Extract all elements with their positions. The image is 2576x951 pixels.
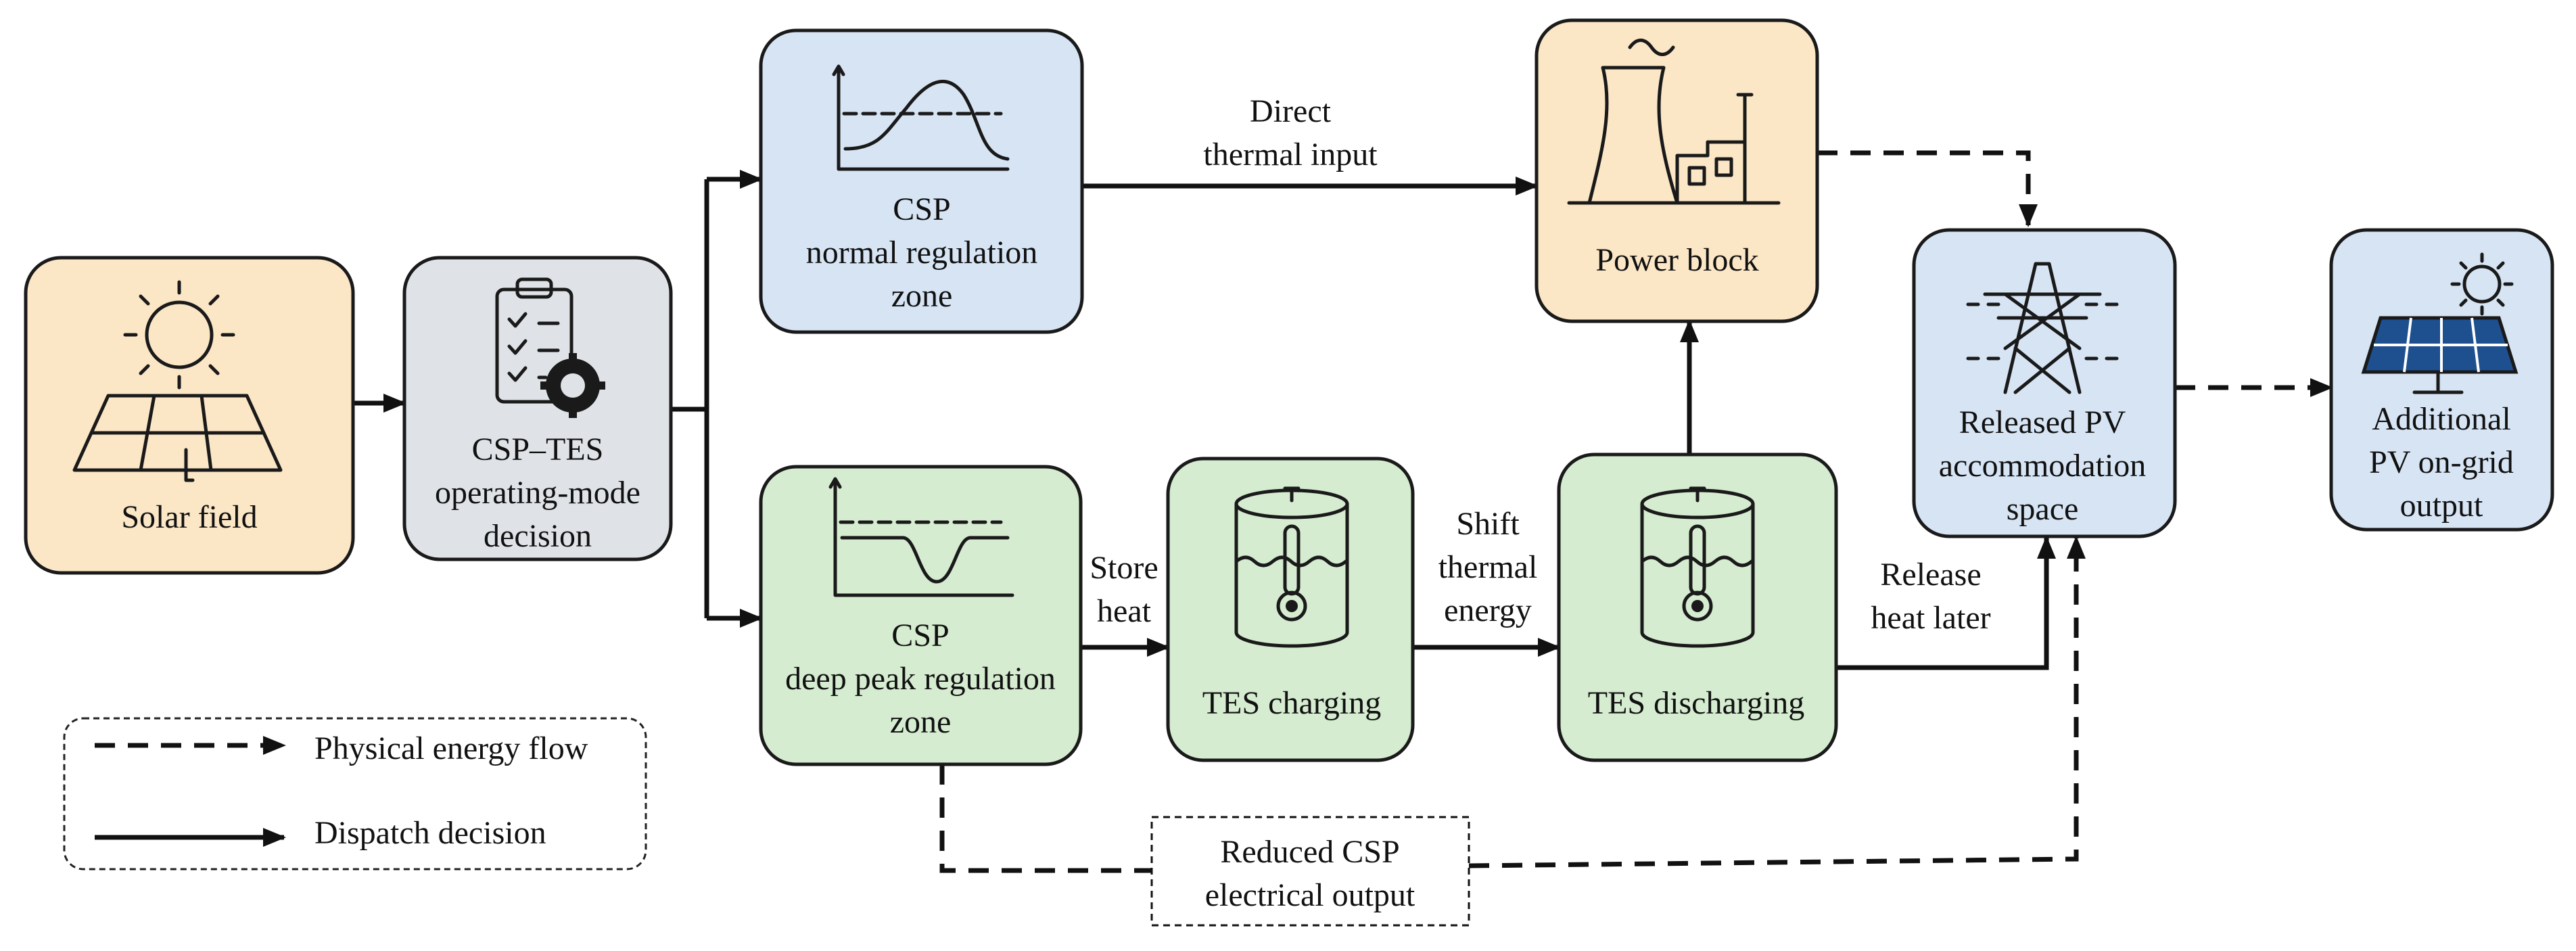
edge-label-shift-thermal-energy: Shift thermal energy xyxy=(1438,506,1538,628)
connectors xyxy=(353,150,2333,873)
label-line: thermal input xyxy=(1203,137,1378,172)
label-line: accommodation xyxy=(1939,448,2147,484)
dip-below-threshold-chart-icon xyxy=(828,477,1014,597)
node-additional-pv: Additional PV on-grid output xyxy=(2329,228,2554,532)
label-line: CSP xyxy=(893,191,950,227)
edge-label-direct-thermal-input: Direct thermal input xyxy=(1203,93,1378,172)
label-line: PV on-grid xyxy=(2369,444,2514,480)
node-power-block-label: Power block xyxy=(1595,242,1758,278)
node-additional-pv-box xyxy=(2329,228,2554,532)
node-additional-pv-label: Additional PV on-grid output xyxy=(2369,401,2514,524)
power-plant-cooling-tower-icon xyxy=(1567,39,1781,205)
edge-label-store-heat: Store heat xyxy=(1090,550,1158,629)
node-mode-decision-label: CSP–TES operating-mode decision xyxy=(435,432,640,554)
node-normal-zone-label: CSP normal regulation zone xyxy=(806,191,1038,314)
label-line: Released PV xyxy=(1959,404,2126,440)
label-line: operating-mode xyxy=(435,475,640,511)
node-released-pv-box xyxy=(1912,228,2177,538)
label-line: zone xyxy=(890,704,952,740)
node-mode-decision-box xyxy=(402,256,673,561)
label-line: Solar field xyxy=(121,499,257,535)
label-line: space xyxy=(2007,491,2079,527)
transmission-tower-icon xyxy=(1966,262,2119,394)
label-line: TES discharging xyxy=(1588,685,1804,721)
legend: Physical energy flow Dispatch decision xyxy=(63,717,647,871)
node-solar-field-box xyxy=(24,256,355,575)
label-line: thermal xyxy=(1438,549,1538,585)
dashed-arrow-reduced-csp-to-released-pv xyxy=(1468,536,2086,868)
node-tes-charging-label: TES charging xyxy=(1202,685,1381,721)
node-solar-field: Solar field xyxy=(24,256,355,575)
node-tes-discharging-label: TES discharging xyxy=(1588,685,1804,721)
node-deep-peak-zone: CSP deep peak regulation zone xyxy=(759,465,1083,766)
legend-frame xyxy=(63,717,647,871)
reduced-csp-output-label: Reduced CSP electrical output xyxy=(1205,834,1415,913)
reduced-csp-output-box: Reduced CSP electrical output xyxy=(1150,816,1470,927)
node-deep-peak-zone-label: CSP deep peak regulation zone xyxy=(785,618,1056,740)
label-line: heat xyxy=(1097,593,1152,629)
label-line: decision xyxy=(484,518,592,554)
label-line: CSP xyxy=(891,618,949,653)
node-released-pv: Released PV accommodation space xyxy=(1912,228,2177,538)
storage-tank-thermometer-icon xyxy=(1234,486,1349,648)
label-line: Store xyxy=(1090,550,1158,586)
sun-over-solar-panel-icon xyxy=(72,280,283,482)
label-line: zone xyxy=(891,278,953,314)
legend-physical-flow-label: Physical energy flow xyxy=(314,730,588,766)
label-line: electrical output xyxy=(1205,877,1415,913)
node-power-block: Power block xyxy=(1535,18,1819,323)
node-deep-peak-zone-box xyxy=(759,465,1083,766)
node-normal-zone-box xyxy=(759,28,1084,334)
label-line: energy xyxy=(1444,593,1532,628)
node-solar-field-label: Solar field xyxy=(121,499,257,535)
clipboard-checklist-gear-icon xyxy=(495,277,605,418)
node-released-pv-label: Released PV accommodation space xyxy=(1939,404,2147,527)
node-normal-zone: CSP normal regulation zone xyxy=(759,28,1084,334)
label-line: deep peak regulation xyxy=(785,661,1056,697)
node-mode-decision: CSP–TES operating-mode decision xyxy=(402,256,673,561)
label-line: Shift xyxy=(1456,506,1520,542)
node-tes-charging: TES charging xyxy=(1166,457,1415,762)
wave-above-threshold-chart-icon xyxy=(832,64,1010,171)
dashed-arrow-power-block-to-released-pv xyxy=(1817,150,2038,227)
label-line: Release xyxy=(1880,557,1981,593)
label-line: Direct xyxy=(1250,93,1332,129)
arrow-tes-discharging-to-released-pv xyxy=(1836,536,2056,670)
label-line: TES charging xyxy=(1202,685,1381,721)
label-line: Additional xyxy=(2372,401,2510,437)
legend-dispatch-label: Dispatch decision xyxy=(314,815,546,851)
label-line: Power block xyxy=(1595,242,1758,278)
label-line: heat later xyxy=(1871,600,1990,636)
storage-tank-thermometer-icon xyxy=(1640,486,1755,648)
edge-label-release-heat-later: Release heat later xyxy=(1871,557,1990,636)
reduced-csp-output-frame xyxy=(1150,816,1470,927)
sun-over-solar-panel-icon xyxy=(2361,252,2519,394)
dashed-line-deep-peak-to-reduced-csp xyxy=(939,764,1152,873)
label-line: CSP–TES xyxy=(472,432,604,467)
label-line: normal regulation xyxy=(806,235,1038,271)
label-line: output xyxy=(2400,488,2483,524)
node-tes-discharging: TES discharging xyxy=(1557,453,1838,762)
label-line: Reduced CSP xyxy=(1220,834,1399,870)
